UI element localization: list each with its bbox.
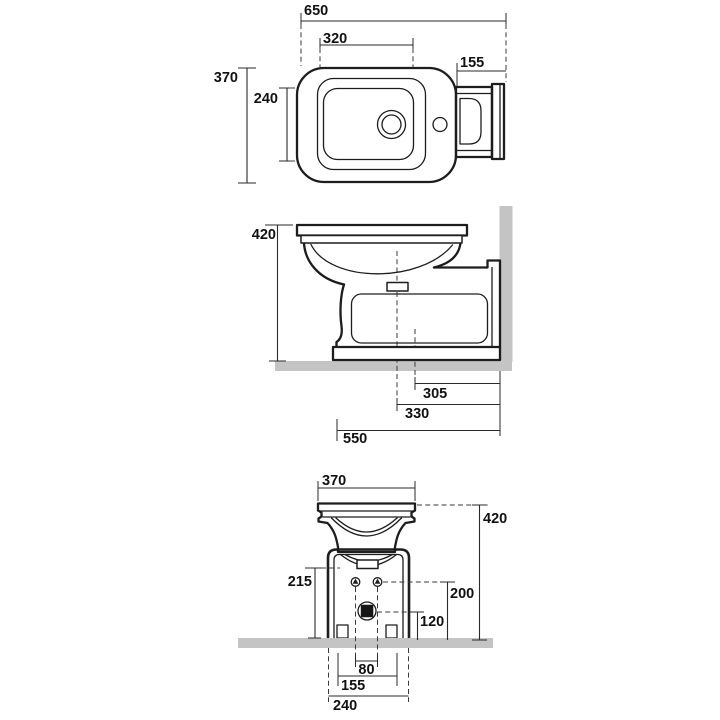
dim-side-drain-to-wall: 330 [396,398,501,422]
spigot-inner-shape [459,97,482,145]
basin-arc-inner [335,517,398,533]
dim-label-front-base-outer-width: 240 [333,698,357,714]
tank-cavity [350,293,489,344]
dim-front-base-inner-width: 155 [338,675,397,694]
dim-side-outlet-to-wall: 305 [414,377,501,402]
dim-top-overall-width: 650 [300,3,507,82]
foot-slot-right [385,624,398,639]
basin-arc-outer [330,517,403,537]
dim-label-front-rim-height: 420 [483,511,507,527]
rim-crown [316,502,417,554]
dim-label-side-rim-height: 420 [252,227,276,243]
dim-label-top-spigot-depth: 155 [460,55,484,71]
dim-label-front-bolt-spacing: 80 [358,662,374,678]
floor-surface-front [238,638,493,648]
bowl-shell-front [302,241,346,286]
floor-surface [275,361,512,371]
dim-side-front-to-wall: 550 [336,371,501,447]
bidet-side-profile [295,223,502,362]
dim-top-spigot-depth: 155 [456,55,506,86]
overflow-connection-side [386,281,409,292]
dim-front-base-outer-width: 240 [328,695,409,714]
dim-label-front-bolt-height: 200 [450,586,474,602]
drain-outlet [357,601,377,621]
pedestal-inner [333,553,404,639]
mounting-bolt-right [372,577,383,587]
drain-outer-circle [376,109,407,140]
top-view: 650 320 155 370 [214,3,507,184]
bowl-inner-surface [310,243,454,275]
side-view: 420 305 330 550 [252,206,513,447]
pedestal-outer [326,548,411,638]
spigot-box [454,85,494,159]
front-view: 370 [238,473,507,714]
dim-front-drain-height: 120 [377,611,444,640]
foot-slot-left [336,624,349,639]
dim-front-rim-height: 420 [417,504,507,641]
dim-front-bolt-spacing: 80 [355,655,378,678]
dim-label-front-inlet-height: 215 [288,574,312,590]
dim-front-inlet-height: 215 [288,567,340,639]
rim-slab-upper [295,223,469,237]
bowl-shell-rear [432,241,462,269]
bidet-front-profile [316,502,417,639]
wall-surface [499,206,513,362]
dim-label-side-drain-to-wall: 330 [405,406,429,422]
dim-side-rim-height: 420 [252,224,293,362]
drain-inner-circle [381,114,402,135]
dim-top-overall-depth: 370 [214,67,256,184]
dim-label-front-rim-width: 370 [322,473,346,489]
dim-label-top-bowl-depth: 240 [254,91,278,107]
tank-rear-top [432,259,502,349]
dim-front-bolt-height: 200 [383,581,474,640]
rim-inner-edge-plan [316,77,427,171]
dim-label-side-outlet-to-wall: 305 [423,386,447,402]
dim-label-top-overall-depth: 370 [214,70,238,86]
overflow-connection-front [356,559,379,570]
mounting-bolt-left [350,577,361,587]
flange-plate [490,82,506,161]
dim-label-side-front-to-wall: 550 [343,431,367,447]
bowl-plan [322,87,415,161]
dim-top-bowl-depth: 240 [254,87,304,162]
dim-label-top-bowl-width: 320 [323,31,347,47]
pedestal-front-edge [335,283,346,349]
plinth-side [331,345,502,362]
rim-slab-lower [300,234,463,244]
dim-front-rim-width: 370 [317,473,416,501]
wall-spigot-plan [454,82,506,161]
dim-label-front-drain-height: 120 [420,614,444,630]
faucet-hole [432,116,448,133]
dim-label-front-base-inner-width: 155 [341,678,365,694]
dim-label-top-overall-width: 650 [304,3,328,19]
